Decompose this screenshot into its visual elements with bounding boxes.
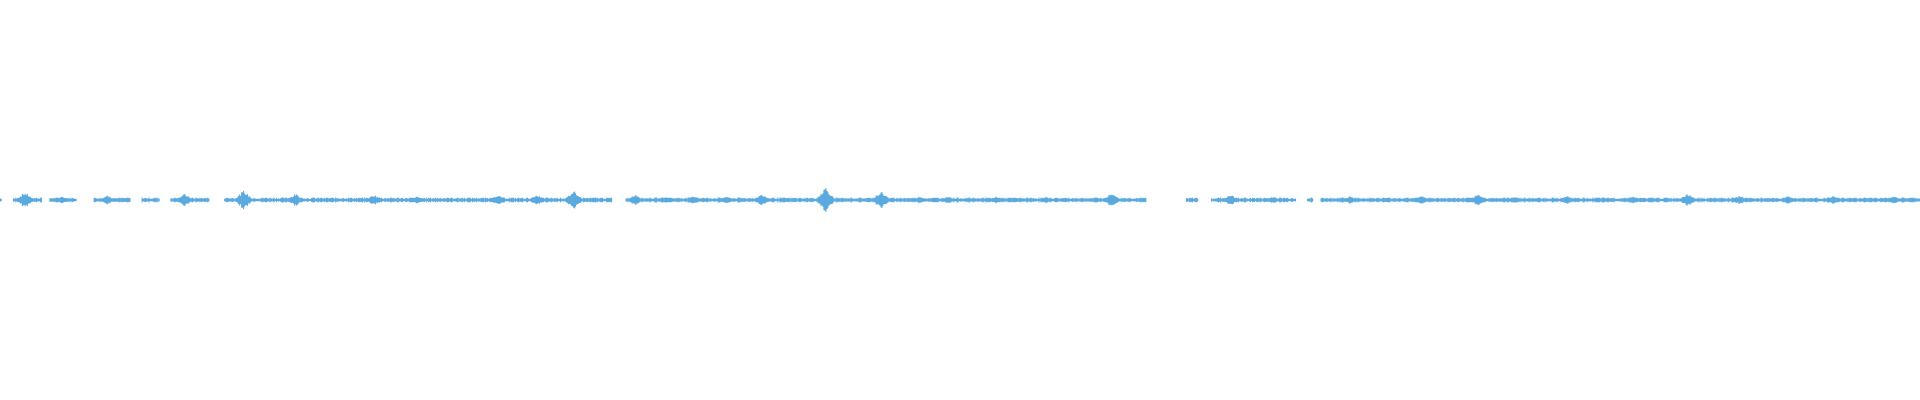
waveform-amplitude: [224, 190, 613, 210]
waveform-amplitude: [625, 188, 1147, 212]
waveform-amplitude: [93, 195, 131, 205]
waveform-amplitude: [1211, 195, 1296, 205]
waveform-amplitude: [49, 196, 77, 204]
waveform-amplitude: [141, 197, 160, 203]
waveform-amplitude: [1307, 197, 1313, 203]
waveform-amplitude: [12, 193, 42, 207]
waveform-amplitude: [0, 198, 2, 202]
waveform-segments: [0, 188, 1920, 212]
waveform-amplitude: [170, 194, 210, 206]
waveform-amplitude: [1320, 194, 1920, 206]
waveform-amplitude: [1186, 197, 1199, 203]
